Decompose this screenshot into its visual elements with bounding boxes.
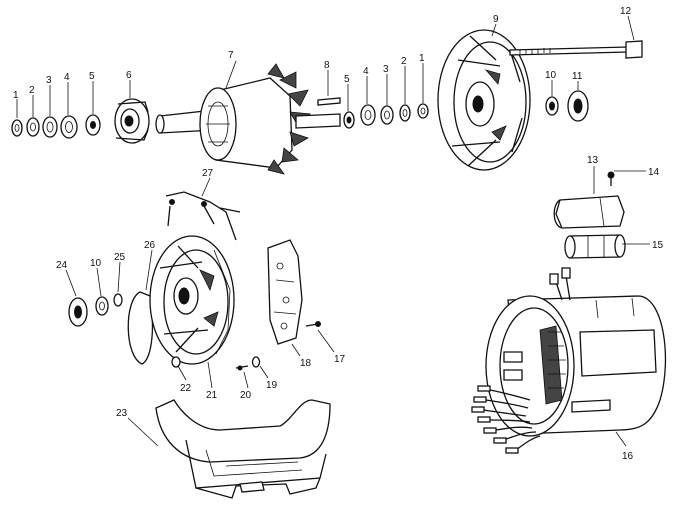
label-17: 17	[334, 354, 346, 365]
part-labels: 1 2 3 4 5 6 7 8 5 4 3 2 1 9 10 11 12 13 …	[13, 6, 664, 462]
part-1-washer-right	[417, 103, 429, 119]
part-27-switch-bracket	[165, 191, 241, 241]
part-4-washer-right	[360, 104, 376, 126]
label-1-right: 1	[419, 53, 425, 64]
part-10-washer-lower	[95, 296, 109, 316]
part-26-gasket	[127, 291, 154, 365]
label-15: 15	[652, 240, 664, 251]
part-20-screw-small	[235, 365, 249, 371]
label-20: 20	[240, 390, 252, 401]
part-5-bearing-right	[343, 111, 355, 129]
label-3-left: 3	[46, 75, 52, 86]
label-11: 11	[572, 71, 583, 82]
label-5-right: 5	[344, 74, 350, 85]
part-16-stator-housing	[471, 267, 667, 454]
label-2-left: 2	[29, 85, 35, 96]
label-22: 22	[180, 383, 192, 394]
label-16: 16	[622, 451, 634, 462]
label-3-right: 3	[383, 64, 389, 75]
leader-lines	[16, 15, 650, 447]
part-18-switch-plate	[267, 239, 303, 345]
part-19-washer-small	[251, 356, 261, 368]
part-22-nut	[171, 356, 181, 368]
label-6: 6	[126, 70, 132, 81]
part-12-through-bolt	[509, 40, 643, 59]
label-19: 19	[266, 380, 278, 391]
label-10-lower: 10	[90, 258, 102, 269]
label-12: 12	[620, 6, 632, 17]
part-10-washer-upper	[545, 96, 559, 116]
label-27: 27	[202, 168, 214, 179]
part-11-bearing-upper	[567, 90, 589, 122]
label-4-right: 4	[363, 66, 369, 77]
part-23-base-mount	[155, 399, 331, 499]
label-8: 8	[324, 60, 330, 71]
part-7-rotor	[155, 63, 341, 175]
part-2-washer-left	[26, 117, 40, 137]
label-13: 13	[587, 155, 599, 166]
label-5-left: 5	[89, 71, 95, 82]
label-10-upper: 10	[545, 70, 557, 81]
label-18: 18	[300, 358, 312, 369]
part-6-switch-assembly	[114, 98, 150, 144]
label-25: 25	[114, 252, 126, 263]
part-21-end-shield	[149, 235, 235, 365]
part-3-washer-right	[380, 105, 394, 125]
label-9: 9	[493, 14, 499, 25]
label-24: 24	[56, 260, 68, 271]
part-8-key	[317, 97, 341, 106]
label-21: 21	[206, 390, 218, 401]
part-14-screw	[607, 171, 615, 186]
label-1-left: 1	[13, 90, 19, 101]
part-9-end-bell	[437, 29, 531, 171]
part-13-capacitor-cover	[553, 195, 625, 229]
part-4-washer-left	[60, 115, 78, 139]
part-5-bearing-left	[85, 114, 101, 136]
part-3-washer-left	[42, 116, 58, 138]
part-2-washer-right	[399, 104, 411, 122]
part-17-screw	[305, 321, 321, 327]
label-26: 26	[144, 240, 156, 251]
label-23: 23	[116, 408, 128, 419]
label-2-right: 2	[401, 56, 407, 67]
part-24-bearing-lower	[68, 297, 88, 327]
label-14: 14	[648, 167, 660, 178]
part-25-washer	[113, 293, 123, 307]
stator-lead-wires	[471, 385, 541, 454]
label-7: 7	[228, 50, 234, 61]
part-15-capacitor	[564, 234, 626, 259]
label-4-left: 4	[64, 72, 70, 83]
part-1-washer-left	[11, 119, 23, 137]
stator-top-leads	[549, 267, 571, 301]
